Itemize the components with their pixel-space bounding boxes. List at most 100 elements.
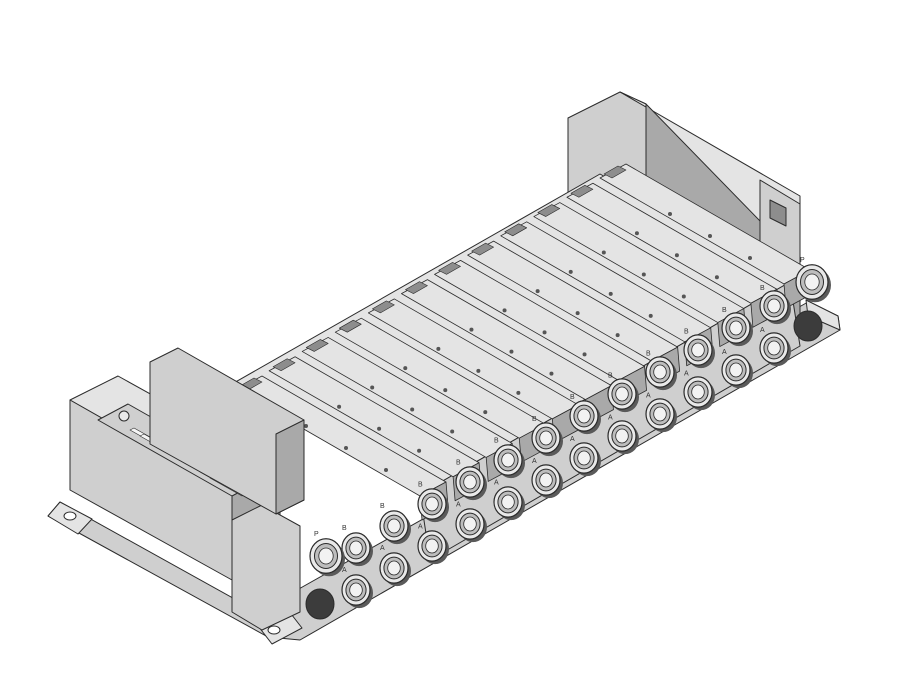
screw-dot xyxy=(601,250,606,255)
screw-dot xyxy=(714,275,719,280)
port-a-fitting xyxy=(455,508,487,543)
screw-dot xyxy=(615,333,620,338)
screw-dot xyxy=(582,352,587,357)
fitting-bore xyxy=(691,342,705,358)
screw-dot xyxy=(648,313,653,318)
port-a-fitting xyxy=(417,530,449,565)
fitting-bore xyxy=(804,273,820,291)
manual-override-window xyxy=(405,281,428,294)
port-a-label: A xyxy=(532,458,537,465)
screw-dot xyxy=(608,291,613,296)
port-a-label: A xyxy=(684,371,689,378)
port-a-fitting xyxy=(721,354,753,389)
manual-override-window xyxy=(338,319,362,333)
port-b-label: B xyxy=(418,481,423,488)
port-b-fitting xyxy=(569,400,601,435)
port-b-fitting xyxy=(721,312,753,347)
fitting-bore xyxy=(387,560,401,576)
port-a-label: A xyxy=(456,502,461,509)
port-b-fitting xyxy=(417,488,449,523)
screw-dot xyxy=(681,294,686,299)
fitting-bore xyxy=(425,538,439,554)
fitting-bore xyxy=(767,340,781,356)
exhaust-plug xyxy=(305,588,335,620)
screw-dot xyxy=(674,253,679,258)
screw-dot xyxy=(469,327,474,332)
manual-override-window xyxy=(471,242,494,256)
manual-override-window xyxy=(438,262,461,275)
screw-dot xyxy=(748,256,752,260)
port-b-fitting xyxy=(759,290,791,325)
port-a-fitting xyxy=(493,486,525,521)
manual-override-window xyxy=(603,165,627,179)
screw-dot xyxy=(410,407,415,412)
port-b-label: B xyxy=(532,416,537,423)
manual-override-window xyxy=(272,358,296,372)
screw-dot xyxy=(304,424,308,428)
manual-override-window xyxy=(537,204,561,217)
manual-override-window xyxy=(570,184,594,198)
port-a-fitting xyxy=(379,552,411,587)
manual-override-window xyxy=(305,339,329,352)
port-a-label: A xyxy=(646,392,651,399)
port-b-label: B xyxy=(380,503,385,510)
port-b-label: B xyxy=(342,525,347,532)
port-b-fitting xyxy=(607,378,639,413)
fitting-bore xyxy=(615,428,629,444)
fitting-bore xyxy=(653,364,667,380)
port-fittings xyxy=(305,264,831,620)
fitting-bore xyxy=(577,450,591,466)
screw-dot xyxy=(370,385,375,390)
supply-port-fitting xyxy=(309,538,345,577)
fitting-bore xyxy=(767,298,781,314)
screw-dot xyxy=(483,410,488,415)
screw-dot xyxy=(443,388,448,393)
screw-dot xyxy=(535,289,540,294)
manual-override-window xyxy=(504,223,528,237)
fitting-bore xyxy=(615,386,629,402)
screw-dot xyxy=(450,429,455,434)
port-b-label: B xyxy=(608,372,613,379)
port-a-label: A xyxy=(342,567,347,574)
fitting-bore xyxy=(463,474,477,490)
screw-dot xyxy=(516,390,521,395)
port-b-label: B xyxy=(722,307,727,314)
screw-dot xyxy=(668,212,672,216)
port-b-fitting xyxy=(683,334,715,369)
screw-dot xyxy=(344,446,348,450)
screw-dot xyxy=(575,311,580,316)
rear-plate-slot xyxy=(769,199,787,227)
port-b-label: B xyxy=(570,394,575,401)
port-a-fitting xyxy=(569,442,601,477)
fitting-bore xyxy=(501,452,515,468)
screw-dot xyxy=(476,368,481,373)
mount-hole xyxy=(63,511,77,521)
port-a-fitting xyxy=(759,332,791,367)
screw-dot xyxy=(509,349,514,354)
screw-dot xyxy=(708,234,712,238)
fitting-bore xyxy=(501,494,515,510)
fitting-bore xyxy=(318,547,334,565)
fitting-bore xyxy=(349,582,363,598)
screw-dot xyxy=(436,346,441,351)
screw-dot xyxy=(634,231,639,236)
port-a-label: A xyxy=(722,349,727,356)
port-b-label: B xyxy=(646,350,651,357)
screw-dot xyxy=(403,366,408,371)
fitting-bore xyxy=(425,496,439,512)
divider-plate-edge xyxy=(275,419,305,515)
exhaust-plug xyxy=(793,310,823,342)
screw-dot xyxy=(417,448,422,453)
port-a-label: A xyxy=(418,523,423,530)
supply-port-fitting xyxy=(795,264,831,303)
port-b-fitting xyxy=(645,356,677,391)
port-a-label: A xyxy=(760,327,765,334)
port-b-label: B xyxy=(760,285,765,292)
port-a-label: A xyxy=(380,545,385,552)
port-a-label: A xyxy=(494,480,499,487)
port-a-label: A xyxy=(570,436,575,443)
screw-dot xyxy=(502,308,507,313)
